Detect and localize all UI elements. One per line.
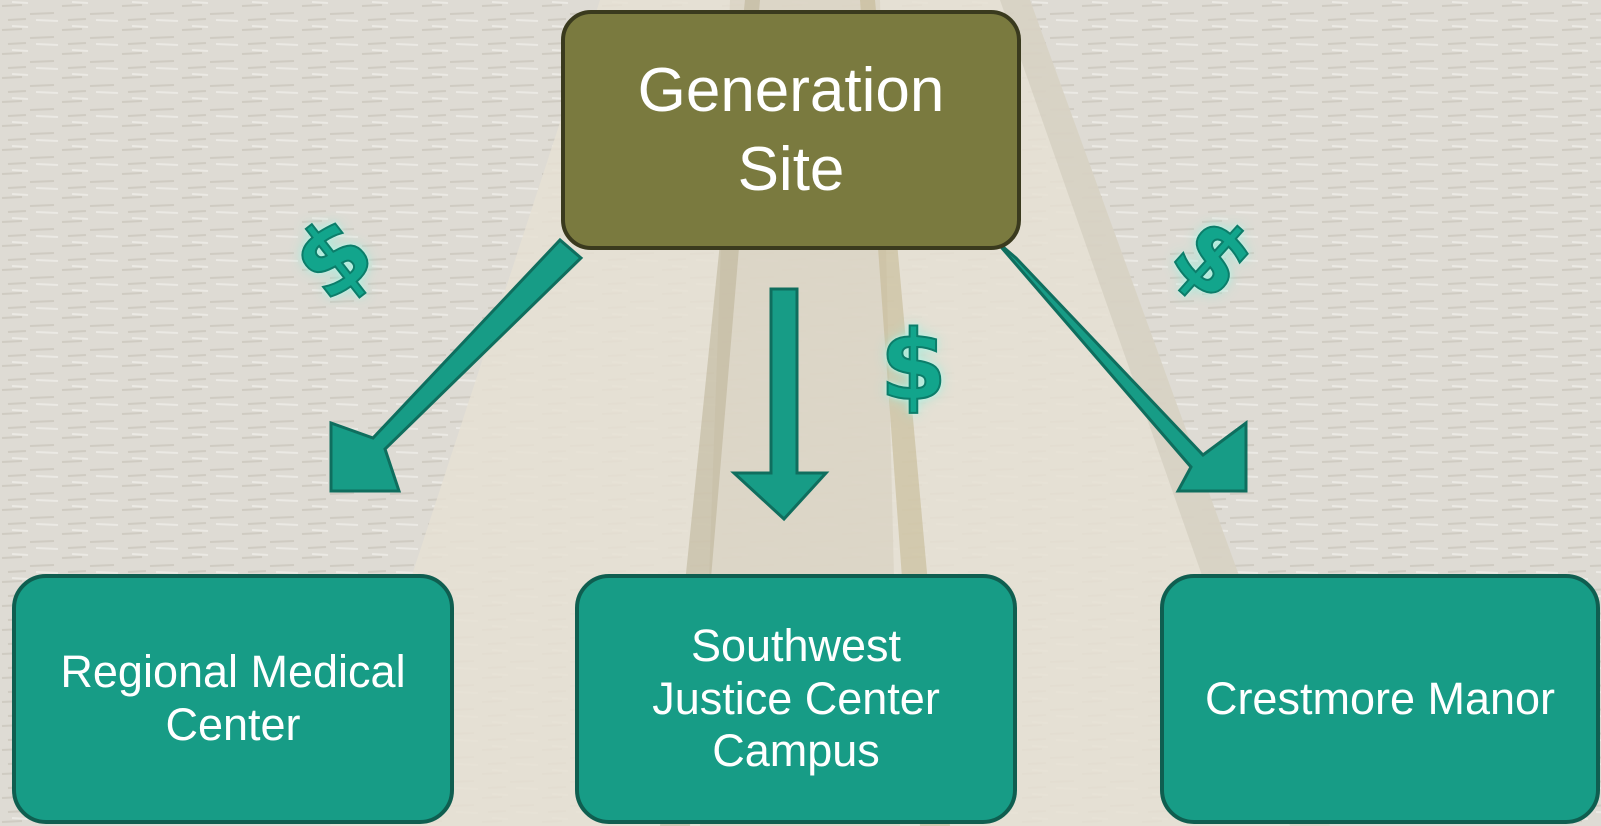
southwest-justice-center-label: Southwest Justice Center Campus xyxy=(652,620,940,777)
southwest-justice-center-node: Southwest Justice Center Campus xyxy=(575,574,1017,824)
generation-site-node: Generation Site xyxy=(561,10,1021,250)
regional-medical-center-node: Regional Medical Center xyxy=(12,574,454,824)
regional-medical-center-label: Regional Medical Center xyxy=(60,646,406,750)
generation-site-label: Generation Site xyxy=(637,55,945,204)
dollar-sign-icon: $ xyxy=(879,310,948,422)
crestmore-manor-label: Crestmore Manor xyxy=(1204,672,1556,724)
crestmore-manor-node: Crestmore Manor xyxy=(1160,574,1600,824)
